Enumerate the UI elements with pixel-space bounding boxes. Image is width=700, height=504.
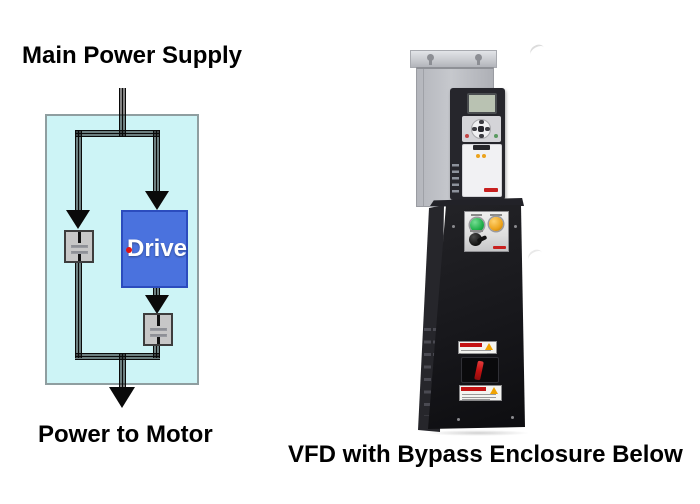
bypass-control-panel	[464, 211, 509, 252]
capacitor-symbol	[143, 313, 173, 346]
brand-logo	[493, 246, 506, 249]
bypass-wire-lower	[75, 262, 82, 358]
capacitor-symbol	[64, 230, 94, 263]
amber-pushbutton	[489, 217, 503, 231]
vfd-product-photo	[398, 42, 558, 440]
keypad-start-dot	[494, 134, 498, 138]
keypad-nav-ring	[471, 119, 491, 139]
warning-triangle-icon	[490, 387, 498, 394]
vfd-drive-unit	[450, 88, 505, 200]
warning-text-line	[462, 399, 490, 400]
warning-red-band	[461, 387, 486, 391]
arrow-down-icon	[145, 295, 169, 314]
keypad-stop-dot	[465, 134, 469, 138]
warning-label	[458, 341, 497, 354]
photo-artifact	[526, 247, 545, 265]
warning-text-line	[461, 352, 487, 354]
base-screw	[511, 416, 514, 419]
supply-wire	[119, 88, 126, 136]
warning-text-line	[462, 394, 496, 395]
brand-logo	[484, 188, 498, 192]
selector-knob-lever	[476, 235, 488, 243]
vfd-lcd-display	[467, 93, 497, 114]
warning-text-line	[461, 350, 491, 351]
enclosure-front-face	[428, 205, 525, 429]
capacitor-lead-bottom	[157, 337, 160, 344]
selector-knob	[469, 233, 488, 246]
drive-output-wire	[153, 287, 160, 297]
plate-fold-line	[423, 69, 424, 206]
green-pushbutton	[470, 218, 484, 232]
vfd-front-cover	[462, 144, 502, 197]
photo-caption: VFD with Bypass Enclosure Below	[288, 441, 683, 468]
vent-slots-column	[424, 328, 431, 416]
vfd-vent-slats	[452, 164, 459, 194]
keypad-up-button	[478, 120, 484, 124]
capacitor-lead-top	[78, 232, 81, 243]
disconnect-switch-handle	[474, 360, 484, 381]
panel-screw	[514, 225, 517, 228]
base-screw	[457, 418, 460, 421]
warning-red-band	[460, 343, 482, 347]
arrow-down-icon	[66, 210, 90, 229]
keyhole-mount-icon	[427, 54, 434, 65]
warning-triangle-icon	[485, 343, 493, 350]
capacitor-lead-top	[157, 315, 160, 326]
vfd-keypad	[462, 116, 501, 142]
drive-wire-upper	[153, 130, 160, 192]
capacitor-plate	[71, 245, 88, 248]
warning-text-line	[462, 396, 496, 398]
photo-artifact	[528, 42, 547, 60]
enclosure-top-face	[430, 198, 524, 206]
keypad-left-button	[472, 127, 477, 131]
cover-slot	[473, 145, 490, 150]
button-label-text	[490, 214, 502, 216]
merge-wire-bottom	[75, 353, 160, 360]
drive-label: Drive	[126, 235, 188, 262]
keypad-right-button	[485, 127, 490, 131]
diagram-title: Main Power Supply	[22, 42, 243, 69]
disconnect-switch-recess	[461, 357, 499, 383]
warning-label	[459, 385, 502, 401]
button-label-text	[471, 214, 482, 216]
capacitor-plate	[150, 334, 167, 337]
capacitor-plate	[71, 251, 88, 254]
floor-shadow	[426, 430, 530, 436]
status-dot	[476, 154, 480, 158]
red-indicator-dot	[126, 247, 132, 253]
arrow-down-icon	[109, 387, 135, 408]
capacitor-lead-bottom	[78, 254, 81, 261]
drive-block: Drive	[121, 210, 188, 288]
selector-label-text	[470, 230, 483, 232]
keypad-down-button	[478, 134, 484, 138]
keypad-ok-button	[478, 126, 484, 132]
motor-wire	[119, 353, 126, 389]
arrow-down-icon	[145, 191, 169, 210]
mounting-flange	[410, 50, 497, 68]
capacitor-plate	[150, 328, 167, 331]
drive-wire-lower	[153, 345, 160, 358]
bypass-wire-upper	[75, 130, 82, 212]
branch-wire-top	[75, 130, 160, 137]
keyhole-mount-icon	[475, 54, 482, 65]
status-dot	[482, 154, 486, 158]
diagram-bottom-label: Power to Motor	[38, 421, 213, 448]
panel-screw	[452, 225, 455, 228]
